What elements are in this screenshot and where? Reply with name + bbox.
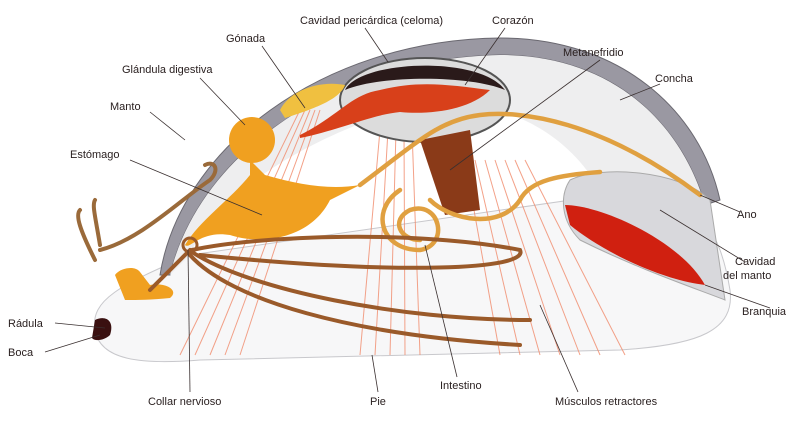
label-nephridium: Metanefridio [563,47,624,59]
foot [93,189,731,363]
label-mouth: Boca [8,347,34,359]
label-radula: Rádula [8,318,44,330]
label-pericardial-cavity: Cavidad pericárdica (celoma) [300,15,443,27]
nerve-collar [148,234,532,347]
label-heart: Corazón [492,15,534,27]
label-gill: Branquia [742,306,787,318]
label-stomach: Estómago [70,149,120,161]
label-digestive-gland: Glándula digestiva [122,64,213,76]
nephridium [420,130,480,215]
radula-organ [115,268,174,300]
intestine [357,111,703,253]
stomach [185,160,360,246]
label-nerve-collar: Collar nervioso [148,396,221,408]
label-shell: Concha [655,73,694,85]
label-mantle-cavity: Cavidad del manto [723,256,775,282]
label-mantle-cavity-line2: del manto [723,270,771,282]
gonad [280,83,345,118]
gill [565,205,705,285]
digestive-gland [229,117,275,163]
label-gonad: Gónada [226,33,266,45]
mouth [92,318,112,341]
label-intestine: Intestino [440,380,482,392]
label-anus: Ano [737,209,757,221]
label-mantle: Manto [110,101,141,113]
label-foot: Pie [370,396,386,408]
label-retractor-muscles: Músculos retractores [555,396,658,408]
heart [300,84,490,138]
leader-lines [44,27,771,393]
label-mantle-cavity-line1: Cavidad [735,256,775,268]
